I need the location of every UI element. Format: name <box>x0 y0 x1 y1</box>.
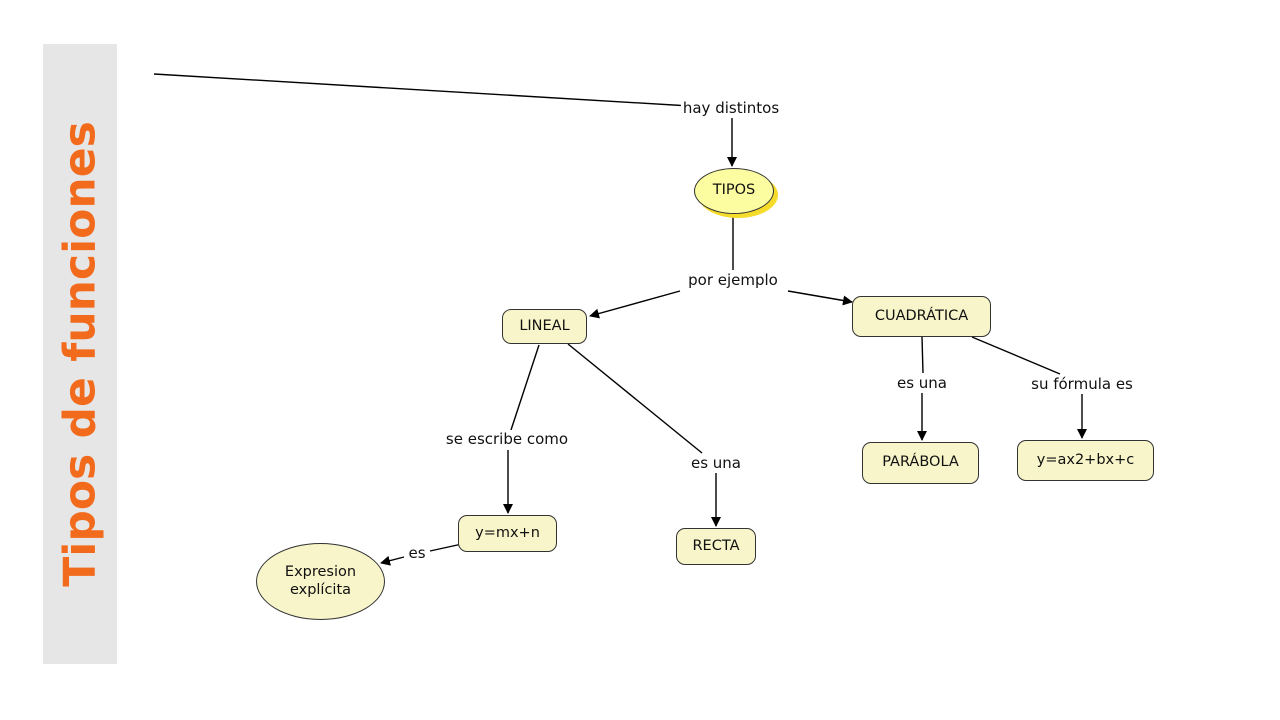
connector-ymxn-to-es <box>429 543 463 552</box>
link-su-formula-es: su fórmula es <box>1029 375 1135 393</box>
link-es-una-lineal: es una <box>688 454 744 472</box>
node-parabola-label: PARÁBOLA <box>882 454 959 471</box>
node-ymxn: y=mx+n <box>458 515 557 552</box>
node-expresion-explicita: Expresion explícita <box>256 543 385 620</box>
node-lineal: LINEAL <box>502 309 587 344</box>
node-parabola: PARÁBOLA <box>862 442 979 484</box>
node-ymxn-label: y=mx+n <box>475 524 540 541</box>
link-se-escribe-como: se escribe como <box>443 430 571 448</box>
node-yax2-label: y=ax2+bx+c <box>1036 451 1135 468</box>
connector-por-ejemplo-to-lineal <box>589 290 681 319</box>
connector-lineal-to-es-una <box>567 343 703 454</box>
link-por-ejemplo: por ejemplo <box>686 271 780 289</box>
connector-lineal-to-se-escribe <box>510 344 540 431</box>
link-hay-distintos: hay distintos <box>680 99 782 117</box>
node-expresion-label-line2: explícita <box>289 581 352 598</box>
connector-cuadratica-to-su-formula <box>971 336 1061 375</box>
link-es: es <box>406 544 428 562</box>
connector-cuadratica-to-es-una <box>921 336 924 374</box>
node-cuadratica-label: CUADRÁTICA <box>874 307 969 324</box>
connector-entry <box>153 73 691 107</box>
node-cuadratica: CUADRÁTICA <box>852 296 991 337</box>
connector-es-to-expresion <box>380 555 405 566</box>
link-es-una-cuadratica: es una <box>894 374 950 392</box>
node-tipos: TIPOS <box>694 168 774 214</box>
node-recta: RECTA <box>676 528 756 565</box>
node-expresion-label-line1: Expresion <box>284 564 357 581</box>
node-yax2: y=ax2+bx+c <box>1017 440 1154 481</box>
title-sidebar <box>43 44 117 664</box>
connector-por-ejemplo-to-cuadratica <box>787 290 853 306</box>
node-recta-label: RECTA <box>692 537 740 554</box>
node-lineal-label: LINEAL <box>519 317 570 334</box>
node-tipos-label: TIPOS <box>712 182 756 199</box>
